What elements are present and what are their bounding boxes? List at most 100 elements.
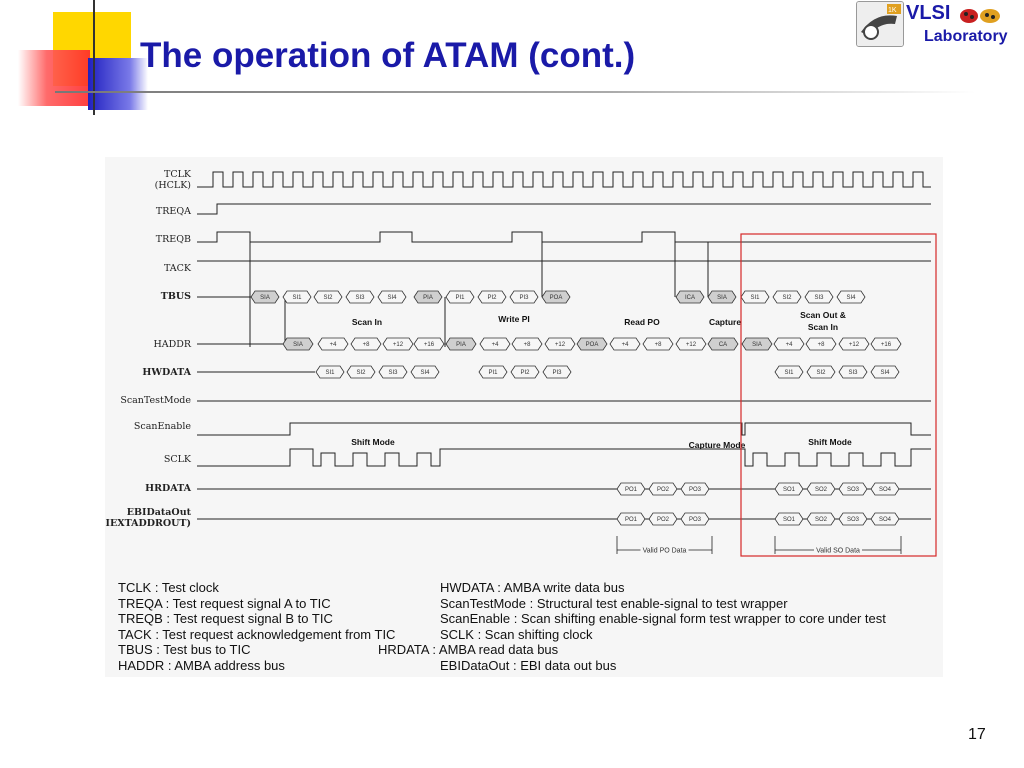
hwdata-cell-0 (315, 365, 345, 379)
tbus-cell-label-9: POA (550, 295, 563, 301)
vlsi-lab-logo: 1K VLSI Laboratory (856, 0, 1024, 48)
tbus-cell-1 (282, 290, 312, 304)
deco-blue-square (88, 58, 148, 110)
tclk-waveform (197, 171, 931, 188)
hwdata-cell-label-1: SI2 (356, 370, 366, 376)
haddr-cell-10 (609, 337, 641, 351)
phase-label-0: Scan In (352, 317, 382, 327)
haddr-cell-label-5: PIA (456, 342, 466, 348)
haddr-cell-5 (445, 337, 477, 351)
signal-label-7: HWDATA (142, 367, 191, 378)
legend-left-item-3: TACK : Test request acknowledgement from… (118, 626, 396, 642)
tbus-cell-0 (250, 290, 280, 304)
haddr-cell-label-3: +12 (393, 342, 404, 348)
hwdata-cell-5 (510, 365, 540, 379)
tbus-cell-label-5: PIA (423, 295, 433, 301)
haddr-cell-17 (838, 337, 870, 351)
mode-label-1: Capture Mode (689, 440, 746, 450)
legend-left-item-1: TREQA : Test request signal A to TIC (118, 595, 331, 611)
haddr-cell-label-12: +12 (686, 342, 697, 348)
mode-label-2: Shift Mode (808, 437, 852, 447)
logo-subtitle: Laboratory (924, 28, 1008, 45)
ebidataout-cell-3 (774, 512, 804, 526)
hwdata-cell-label-6: PI3 (552, 370, 562, 376)
haddr-cell-14 (741, 337, 773, 351)
haddr-cell-label-15: +4 (786, 342, 794, 348)
timing-diagram: TCLK(HCLK)TREQATREQBTACKTBUSHADDRHWDATAS… (105, 169, 937, 557)
haddr-cell-18 (870, 337, 902, 351)
tbus-cell-label-11: SIA (717, 295, 727, 301)
hwdata-cell-9 (838, 365, 868, 379)
ebidataout-cell-label-3: SO1 (783, 517, 796, 523)
tbus-cell-11 (707, 290, 737, 304)
title-underline (55, 91, 975, 93)
haddr-cell-label-16: +8 (818, 342, 826, 348)
haddr-cell-label-4: +16 (424, 342, 435, 348)
tbus-cell-label-3: SI3 (355, 295, 365, 301)
hrdata-cell-4 (806, 482, 836, 496)
hwdata-cell-3 (410, 365, 440, 379)
signal-label-8: ScanTestMode (120, 395, 191, 406)
haddr-cell-label-6: +4 (492, 342, 500, 348)
phase-label-5: Scan In (808, 322, 838, 332)
signal-label-6: HADDR (153, 339, 191, 350)
signal-label-10: SCLK (164, 454, 192, 465)
hwdata-cell-label-5: PI2 (520, 370, 530, 376)
valid-so-bracket-label-bg (814, 545, 862, 554)
signal-label-5: TBUS (161, 291, 191, 302)
hrdata-cell-label-1: PO2 (657, 487, 670, 493)
haddr-cell-label-0: SIA (293, 342, 303, 348)
deco-red-square (18, 50, 90, 106)
haddr-cell-8 (544, 337, 576, 351)
tbus-cell-label-7: PI2 (487, 295, 497, 301)
phase-label-2: Read PO (624, 317, 660, 327)
haddr-cell-13 (707, 337, 739, 351)
tbus-cell-label-1: SI1 (292, 295, 302, 301)
haddr-cell-label-9: POA (586, 342, 599, 348)
haddr-cell-label-1: +4 (330, 342, 338, 348)
tbus-cell-4 (377, 290, 407, 304)
ebidataout-cell-label-1: PO2 (657, 517, 670, 523)
tbus-cell-6 (445, 290, 475, 304)
tbus-cell-13 (772, 290, 802, 304)
signal-label-13: (to EBIEXTADDROUT) (105, 518, 191, 529)
haddr-cell-label-11: +8 (655, 342, 663, 348)
ebidataout-cell-label-4: SO2 (815, 517, 828, 523)
legend-right-item-0: HWDATA : AMBA write data bus (440, 580, 625, 595)
hrdata-cell-label-4: SO2 (815, 487, 828, 493)
hrdata-cell-1 (648, 482, 678, 496)
scan-out-highlight-box (740, 233, 937, 557)
haddr-cell-label-14: SIA (752, 342, 762, 348)
signal-label-4: TACK (164, 263, 192, 274)
hwdata-cell-label-0: SI1 (325, 370, 335, 376)
tbus-cell-label-6: PI1 (455, 295, 465, 301)
logo-emblem-icon: 1K (856, 1, 904, 47)
ebidataout-cell-4 (806, 512, 836, 526)
haddr-cell-7 (511, 337, 543, 351)
signal-label-0: TCLK (164, 169, 192, 180)
tbus-cell-14 (804, 290, 834, 304)
hwdata-cell-label-7: SI1 (784, 370, 794, 376)
haddr-cell-label-10: +4 (622, 342, 630, 348)
treqa-waveform (197, 203, 931, 215)
page-number: 17 (968, 726, 986, 743)
valid-po-bracket-label: Valid PO Data (643, 548, 687, 555)
tbus-cell-label-8: PI3 (519, 295, 529, 301)
sclk-waveform (197, 448, 931, 467)
haddr-cell-0 (282, 337, 314, 351)
haddr-cell-16 (805, 337, 837, 351)
hrdata-cell-3 (774, 482, 804, 496)
mode-label-0: Shift Mode (351, 437, 395, 447)
hrdata-cell-6 (870, 482, 900, 496)
ebidataout-cell-label-5: SO3 (847, 517, 860, 523)
haddr-cell-4 (413, 337, 445, 351)
signal-label-1: (HCLK) (155, 180, 191, 191)
signal-label-11: HRDATA (145, 483, 192, 494)
legend-right-item-3: SCLK : Scan shifting clock (440, 626, 593, 642)
hwdata-cell-label-4: PI1 (488, 370, 498, 376)
haddr-cell-12 (675, 337, 707, 351)
tbus-cell-label-4: SI4 (387, 295, 397, 301)
tbus-cell-2 (313, 290, 343, 304)
legend-right-item-2: ScanEnable : Scan shifting enable-signal… (440, 611, 886, 627)
haddr-cell-label-8: +12 (555, 342, 566, 348)
